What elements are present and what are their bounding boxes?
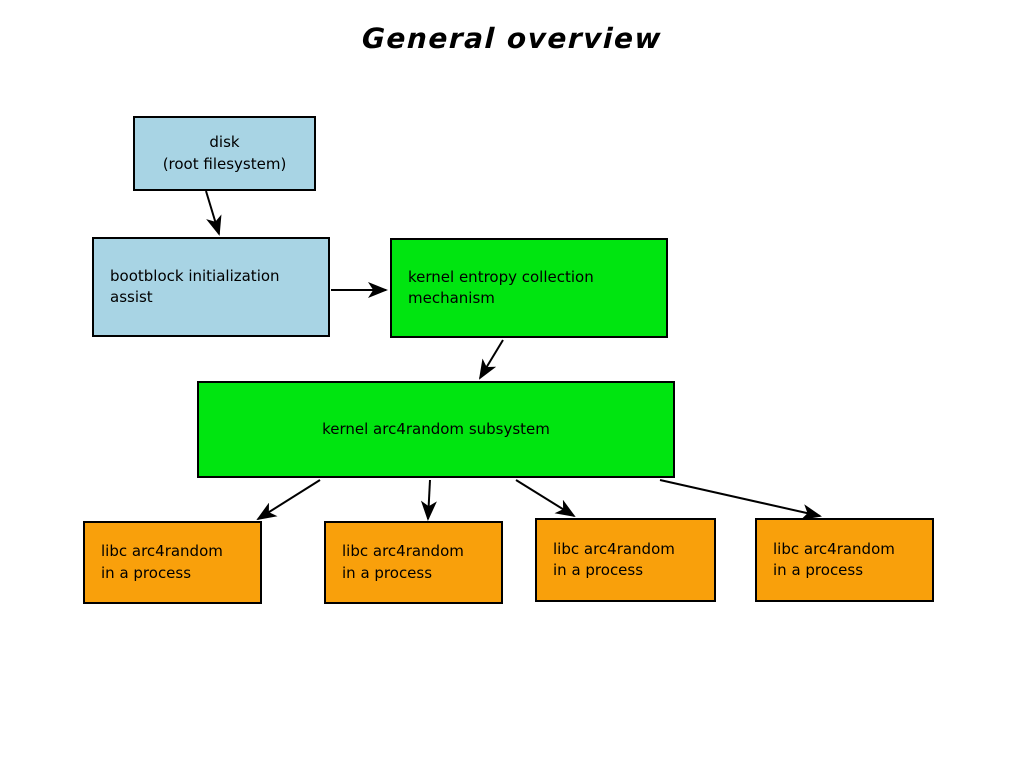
page-title: General overview	[361, 22, 663, 55]
node-libc1[interactable]: libc arc4random in a process	[83, 521, 262, 604]
node-label: disk (root filesystem)	[162, 133, 287, 173]
node-label: bootblock initialization assist	[110, 266, 280, 306]
edge-disk-to-bootblock	[205, 190, 222, 236]
node-libc2[interactable]: libc arc4random in a process	[324, 521, 503, 604]
node-label: kernel arc4random subsystem	[322, 419, 550, 438]
node-label: libc arc4random in a process	[101, 542, 223, 582]
edge-arc4random-to-libc4	[659, 479, 822, 520]
node-disk[interactable]: disk (root filesystem)	[133, 116, 316, 191]
node-label: libc arc4random in a process	[773, 539, 895, 579]
node-entropy[interactable]: kernel entropy collection mechanism	[390, 238, 668, 338]
node-label: kernel entropy collection mechanism	[408, 267, 594, 307]
edge-arc4random-to-libc2	[420, 479, 437, 521]
node-label: libc arc4random in a process	[342, 542, 464, 582]
node-libc4[interactable]: libc arc4random in a process	[755, 518, 934, 602]
edge-arc4random-to-libc1	[256, 479, 321, 521]
node-bootblock[interactable]: bootblock initialization assist	[92, 237, 330, 337]
node-arc4random[interactable]: kernel arc4random subsystem	[197, 381, 675, 478]
edge-arc4random-to-libc3	[515, 479, 576, 518]
node-libc3[interactable]: libc arc4random in a process	[535, 518, 716, 602]
node-label: libc arc4random in a process	[553, 539, 675, 579]
edge-entropy-to-arc4random	[478, 339, 504, 380]
